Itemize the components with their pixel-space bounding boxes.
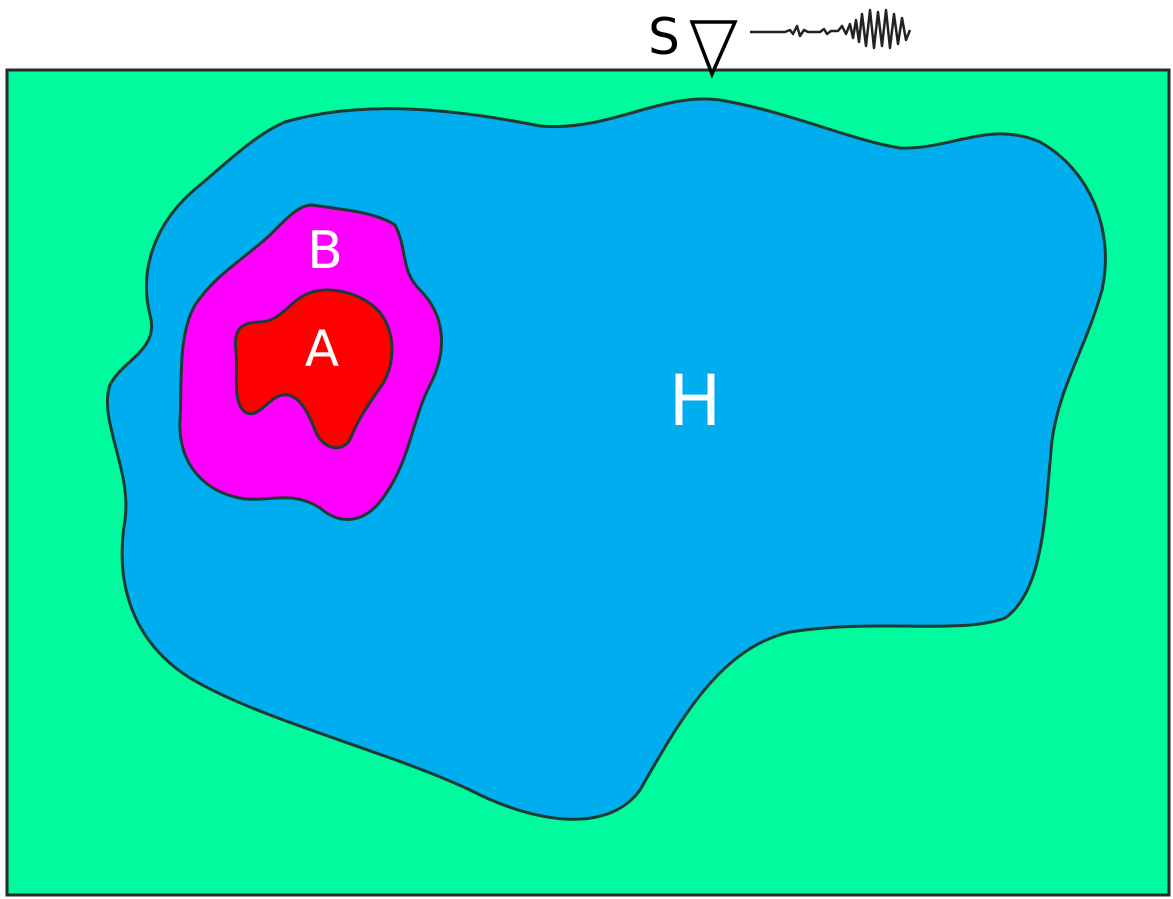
seismogram-waveform-icon bbox=[750, 8, 912, 50]
inverted-triangle-icon bbox=[689, 20, 738, 79]
station-label: S bbox=[648, 8, 680, 66]
zone-h-label: H bbox=[669, 360, 722, 442]
zone-b-label: B bbox=[307, 221, 343, 281]
zone-a-region bbox=[233, 288, 394, 450]
zone-a-label: A bbox=[305, 320, 339, 378]
